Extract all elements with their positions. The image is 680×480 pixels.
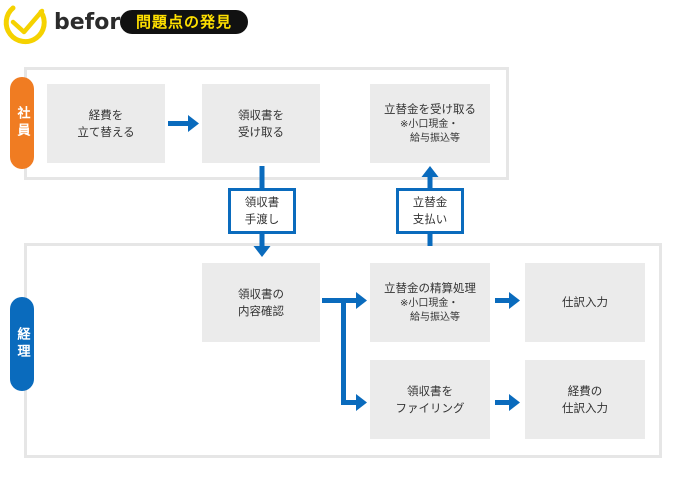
arrow-head — [421, 166, 439, 177]
step-note: ※小口現金・ 給与振込等 — [400, 118, 460, 146]
step-receive-receipt: 領収書を 受け取る — [202, 84, 320, 163]
step-text: 領収書を — [407, 383, 453, 398]
note-line: 給与振込等 — [410, 133, 460, 144]
step-text: 受け取る — [238, 124, 284, 139]
note-line: 給与振込等 — [410, 312, 460, 323]
step-text: 領収書の — [238, 286, 284, 301]
arrow-shaft — [259, 166, 265, 188]
arrow-head — [509, 394, 520, 411]
arrow-shaft — [322, 298, 346, 303]
arrow-shaft — [495, 400, 511, 405]
step-advance-expense: 経費を 立て替える — [47, 84, 165, 163]
step-expense-journal-entry: 経費の 仕訳入力 — [525, 360, 645, 439]
step-receive-reimbursement: 立替金を受け取る ※小口現金・ 給与振込等 — [370, 84, 490, 163]
step-text: ファイリング — [395, 400, 465, 415]
step-text: 立て替える — [77, 124, 135, 139]
clock-check-icon — [3, 5, 47, 45]
handover-text: 手渡し — [244, 212, 280, 226]
note-line: ※小口現金・ — [400, 119, 459, 130]
step-text: 領収書を — [238, 107, 284, 122]
arrow-shaft — [259, 234, 265, 248]
arrow-head — [509, 292, 520, 309]
arrow-shaft — [341, 400, 359, 405]
step-text: 立替金の精算処理 — [384, 281, 476, 295]
note-line: ※小口現金・ — [400, 298, 459, 309]
handover-text: 立替金 — [412, 195, 448, 209]
arrow-head — [356, 292, 367, 309]
handover-receipt: 領収書 手渡し — [228, 188, 296, 234]
step-text: 仕訳入力 — [562, 295, 608, 309]
arrow-shaft — [341, 298, 359, 303]
employee-lane-label: 社員 — [10, 77, 34, 169]
accounting-lane-label: 経理 — [10, 297, 34, 391]
step-settle-reimbursement: 立替金の精算処理 ※小口現金・ 給与振込等 — [370, 263, 490, 342]
arrow-head — [188, 115, 199, 132]
step-text: 内容確認 — [238, 303, 284, 318]
arrow-shaft — [495, 298, 511, 303]
handover-text: 領収書 — [244, 195, 280, 209]
step-note: ※小口現金・ 給与振込等 — [400, 297, 460, 325]
step-text: 仕訳入力 — [562, 400, 608, 415]
step-file-receipt: 領収書を ファイリング — [370, 360, 490, 439]
arrow-head — [253, 246, 271, 257]
page-title: 問題点の発見 — [120, 10, 248, 34]
arrow-shaft — [427, 234, 433, 246]
step-text: 経費を — [88, 107, 124, 122]
arrow-shaft — [427, 175, 433, 188]
handover-payment: 立替金 支払い — [396, 188, 464, 234]
arrow-shaft — [341, 298, 346, 405]
step-check-receipt: 領収書の 内容確認 — [202, 263, 320, 342]
handover-text: 支払い — [412, 212, 448, 226]
step-text: 経費の — [567, 383, 603, 398]
arrow-shaft — [168, 121, 190, 126]
step-text: 立替金を受け取る — [384, 102, 476, 116]
step-journal-entry: 仕訳入力 — [525, 263, 645, 342]
arrow-head — [356, 394, 367, 411]
